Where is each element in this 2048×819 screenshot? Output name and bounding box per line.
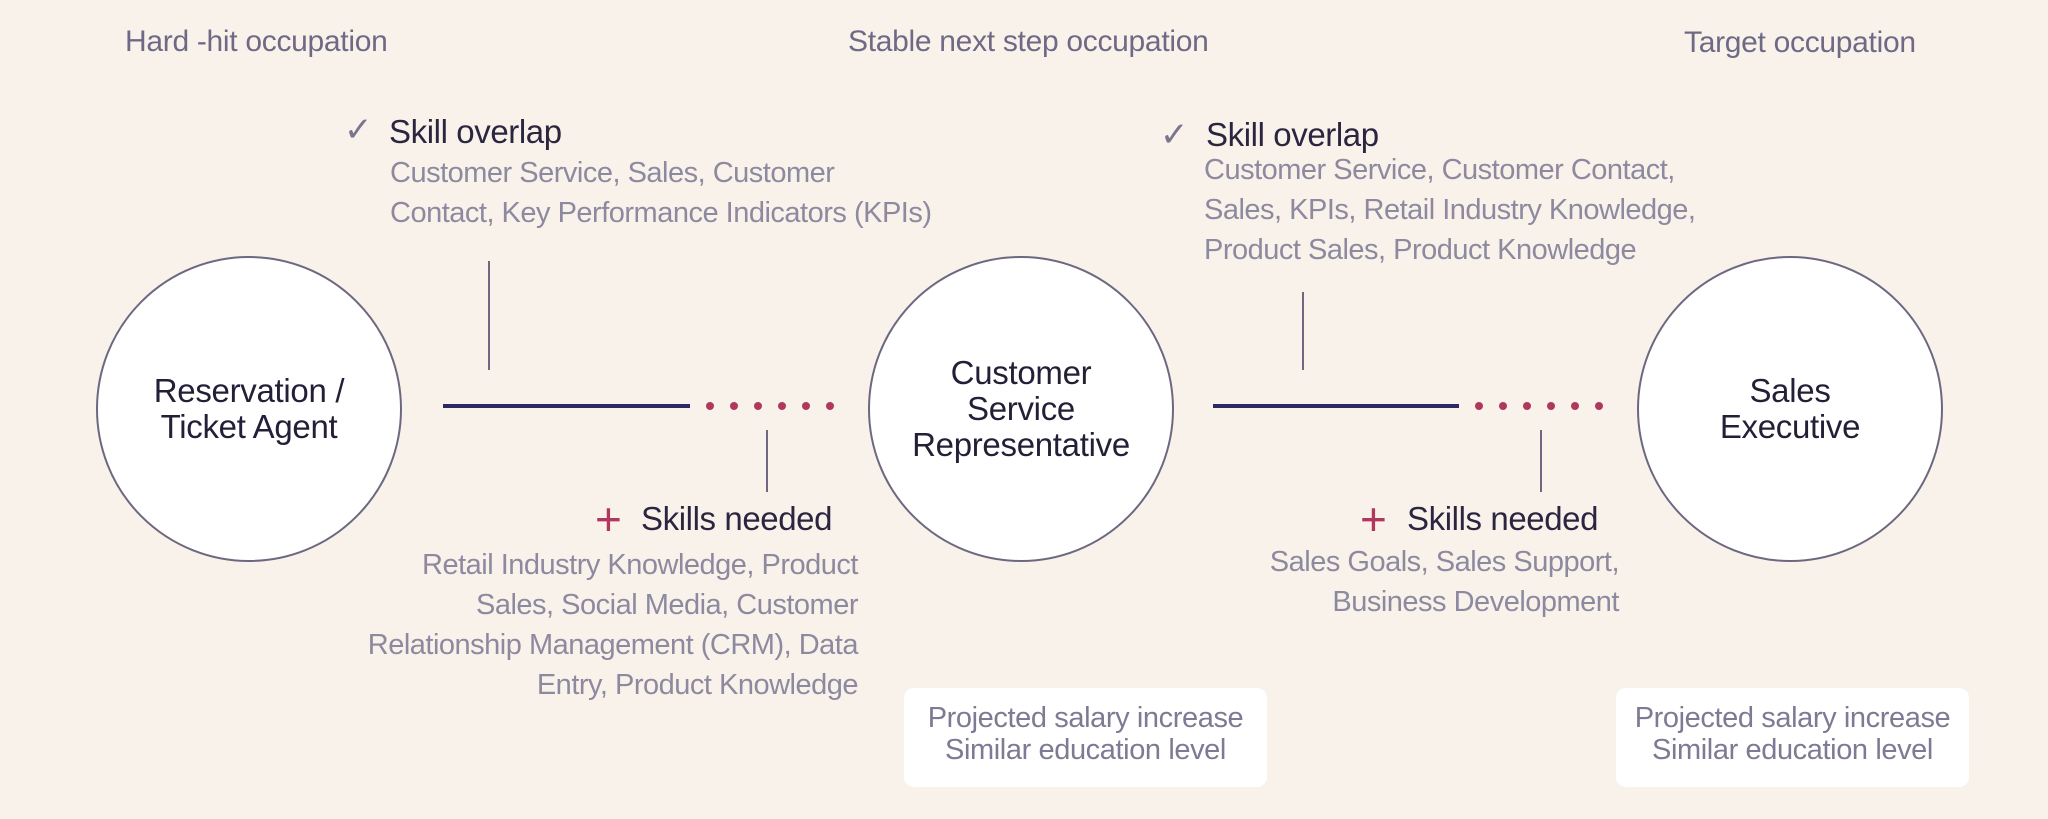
connector-solid-line	[1213, 404, 1459, 408]
occupation-label: Reservation / Ticket Agent	[153, 372, 345, 445]
check-icon: ✓	[344, 111, 373, 149]
skills-needed-text: Sales Goals, Sales Support, Business Dev…	[1269, 546, 1620, 618]
salary-info-box: Projected salary increase Similar educat…	[1616, 688, 1969, 787]
occupation-label: Customer Service Representative	[912, 354, 1130, 463]
skills-needed-title: Skills needed	[641, 500, 833, 537]
header-target-occupation: Target occupation	[1684, 26, 1916, 59]
education-level-text: Similar education level	[1652, 734, 1933, 766]
occupation-label: Sales Executive	[1719, 372, 1861, 445]
salary-increase-text: Projected salary increase	[927, 702, 1244, 734]
occupation-node-sales-executive: Sales Executive	[1637, 256, 1943, 562]
skill-overlap-title: Skill overlap	[389, 113, 562, 150]
overlap-leader-line	[1302, 292, 1304, 370]
salary-info-box: Projected salary increase Similar educat…	[904, 688, 1267, 787]
skill-overlap-text: Customer Service, Sales, Customer Contac…	[390, 157, 932, 229]
header-hard-hit-occupation: Hard -hit occupation	[125, 25, 388, 58]
skill-overlap-text: Customer Service, Customer Contact, Sale…	[1204, 154, 1696, 266]
salary-increase-text: Projected salary increase	[1634, 702, 1951, 734]
connector-solid-line	[443, 404, 690, 408]
needed-leader-line	[766, 430, 768, 492]
skills-needed-text: Retail Industry Knowledge, Product Sales…	[367, 549, 859, 701]
check-icon: ✓	[1160, 116, 1189, 154]
skill-overlap-title: Skill overlap	[1206, 116, 1379, 153]
overlap-leader-line	[488, 261, 490, 370]
plus-icon: +	[1360, 493, 1387, 545]
skills-needed-title: Skills needed	[1407, 500, 1599, 537]
needed-leader-line	[1540, 430, 1542, 492]
occupation-node-customer-service-representative: Customer Service Representative	[868, 256, 1174, 562]
header-stable-next-step-occupation: Stable next step occupation	[848, 25, 1209, 58]
education-level-text: Similar education level	[945, 734, 1226, 766]
occupation-node-reservation-ticket-agent: Reservation / Ticket Agent	[96, 256, 402, 562]
plus-icon: +	[595, 493, 622, 545]
